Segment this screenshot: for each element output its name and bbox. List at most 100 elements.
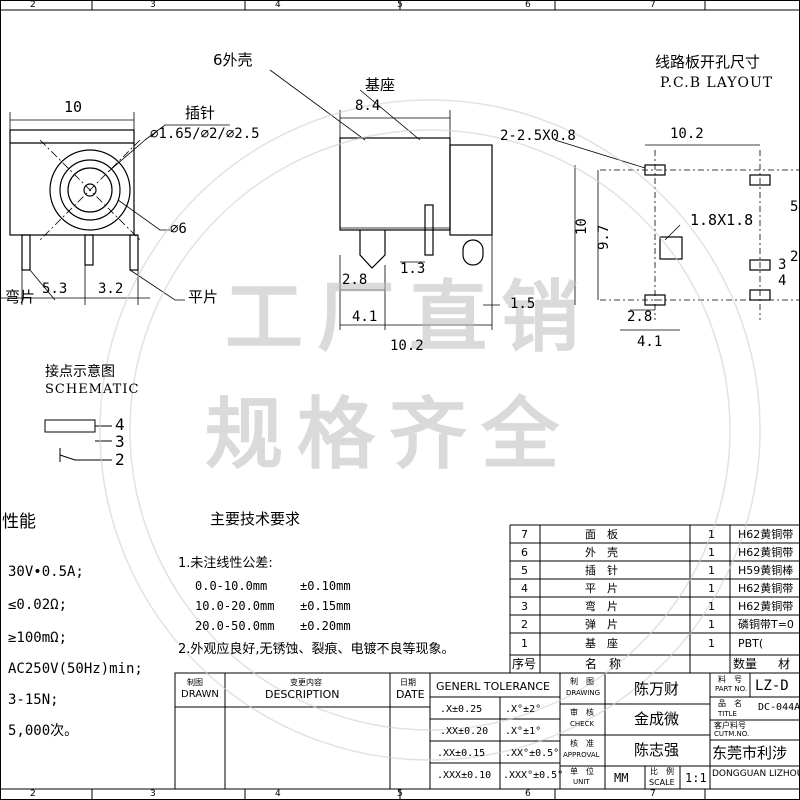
pcb-dim-4-1: 4.1 (637, 334, 663, 350)
bom-row-qty: 1 (708, 564, 715, 577)
spec-line-4: AC250V(50Hz)min; (8, 661, 143, 677)
bom-row-no: 1 (521, 637, 528, 650)
tb-date-en: DATE (396, 688, 425, 701)
schematic-symbol (44, 419, 112, 462)
bom-row-qty: 1 (708, 582, 715, 595)
bom-row-name: 面 板 (585, 528, 618, 541)
spec-line-1: 30V•0.5A; (8, 564, 84, 580)
spec-line-5: 3-15N; (8, 692, 59, 708)
bom-row-name: 插 针 (585, 564, 618, 577)
bom-row-name: 外 壳 (585, 546, 618, 559)
spec-line-6: 5,000次。 (8, 723, 79, 739)
tb-draw-cn: 制图 (187, 678, 203, 687)
tb-check-cn: 审 核 (570, 708, 594, 717)
bom-row-material: H62黄铜带 (738, 546, 794, 559)
tb-tol-lin-2: .XX±0.20 (440, 726, 489, 737)
bom-row-qty: 1 (708, 637, 715, 650)
pcb-partial-5: 5 (790, 199, 799, 215)
schematic-pin-4: 4 (115, 415, 125, 434)
frame-bottom-5: 5 (397, 789, 403, 799)
bom-table (509, 524, 800, 674)
pcb-pin-3: 3 (778, 257, 787, 273)
tb-approval-name: 陈志强 (634, 741, 680, 759)
frame-bottom-7: 7 (650, 789, 656, 799)
bom-row-no: 3 (521, 600, 528, 613)
tb-partno-cn: 料 号 (718, 675, 742, 684)
front-pin-label: 插针 (185, 104, 216, 122)
front-dim-5-3: 5.3 (42, 281, 68, 297)
pcb-dim-10-2: 10.2 (670, 126, 704, 142)
side-dim-1-5: 1.5 (510, 296, 536, 312)
tb-tol-ang-2: .X°±1° (505, 726, 542, 737)
req-item1: 1.未注线性公差: (178, 556, 273, 571)
side-dim-1-3: 1.3 (400, 261, 426, 277)
bom-row-qty: 1 (708, 528, 715, 541)
front-bent-label: 弯片 (5, 288, 36, 306)
schematic-pin-3: 3 (115, 432, 125, 451)
schematic-pin-2: 2 (115, 450, 125, 469)
bom-row-name: 平 片 (585, 582, 618, 595)
tb-scale-en: SCALE (649, 778, 675, 787)
side-dim-4-1: 4.1 (352, 309, 378, 325)
tb-company-en: DONGGUAN LIZHOU (712, 769, 800, 779)
side-dim-2-8: 2.8 (342, 272, 368, 288)
tb-scale-val: 1:1 (685, 771, 707, 785)
tb-desc-en: DESCRIPTION (265, 688, 340, 701)
bom-row-name: 基 座 (585, 637, 618, 650)
tb-tol-title: GENERL TOLERANCE (436, 680, 550, 693)
frame-bottom-6: 6 (525, 789, 531, 799)
frame-top-4: 4 (275, 0, 281, 10)
tb-unit-val: MM (614, 771, 629, 785)
pcb-slot-dim: 2-2.5X0.8 (500, 128, 576, 144)
frame-bottom-3: 3 (150, 789, 156, 799)
tb-drawing-name: 陈万财 (634, 680, 680, 698)
bom-row-no: 6 (521, 546, 528, 559)
tb-unit-cn: 单 位 (570, 767, 594, 776)
bom-row-qty: 1 (708, 546, 715, 559)
tb-drawing-cn: 制 图 (570, 677, 594, 686)
bom-header-qty: 数量 (733, 657, 758, 671)
tb-tol-ang-4: .XXX°±0.5° (503, 770, 564, 781)
front-view (9, 129, 141, 271)
bom-row-material: H62黄铜带 (738, 600, 794, 613)
side-view (339, 137, 493, 269)
pcb-title-en: P.C.B LAYOUT (660, 75, 774, 91)
tb-cust-cn: 客户料号 (714, 721, 746, 730)
frame-top-3: 3 (150, 0, 156, 10)
tb-tol-ang-1: .X°±2° (505, 704, 542, 715)
watermark-line2: 规格齐全 (205, 390, 574, 480)
frame-top-2: 2 (30, 0, 36, 10)
pcb-layout-view (644, 164, 771, 306)
tb-unit-en: UNIT (573, 778, 590, 786)
req-tol-val-2: ±0.15mm (300, 599, 351, 613)
bom-row-material: 磷铜带T=0 (738, 618, 794, 631)
bom-row-name: 弹 片 (585, 618, 618, 631)
bom-row-no: 2 (521, 618, 528, 631)
tb-desc-cn: 变更内容 (290, 678, 322, 687)
pcb-title-cn: 线路板开孔尺寸 (655, 53, 761, 71)
frame-top-7: 7 (650, 0, 656, 10)
bom-row-no: 7 (521, 528, 528, 541)
watermark-line1: 工厂直销 (225, 273, 594, 363)
pcb-dim-9-7: 9.7 (596, 224, 612, 250)
bom-header-no: 序号 (512, 657, 537, 671)
frame-bottom-4: 4 (275, 789, 281, 799)
req-tol-range-1: 0.0-10.0mm (195, 579, 268, 593)
bom-row-qty: 1 (708, 600, 715, 613)
req-item2: 2.外观应良好,无锈蚀、裂痕、电镀不良等现象。 (178, 642, 455, 657)
tb-check-en: CHECK (570, 720, 595, 728)
bom-row-material: H62黄铜带 (738, 582, 794, 595)
frame-top-5: 5 (397, 0, 403, 10)
tb-title-val: DC-044A (758, 702, 800, 713)
tb-scale-cn: 比 例 (650, 767, 674, 776)
req-tol-range-3: 20.0-50.0mm (195, 619, 275, 633)
specs-title: 性能 (2, 512, 36, 532)
req-tol-val-3: ±0.20mm (300, 619, 351, 633)
tb-partno-en: PART NO. (715, 685, 748, 693)
req-tol-val-1: ±0.10mm (300, 579, 351, 593)
bom-row-no: 5 (521, 564, 528, 577)
tb-tol-ang-3: .XX°±0.5° (505, 748, 560, 759)
bom-row-name: 弯 片 (585, 600, 618, 613)
front-dim-width: 10 (64, 98, 83, 116)
